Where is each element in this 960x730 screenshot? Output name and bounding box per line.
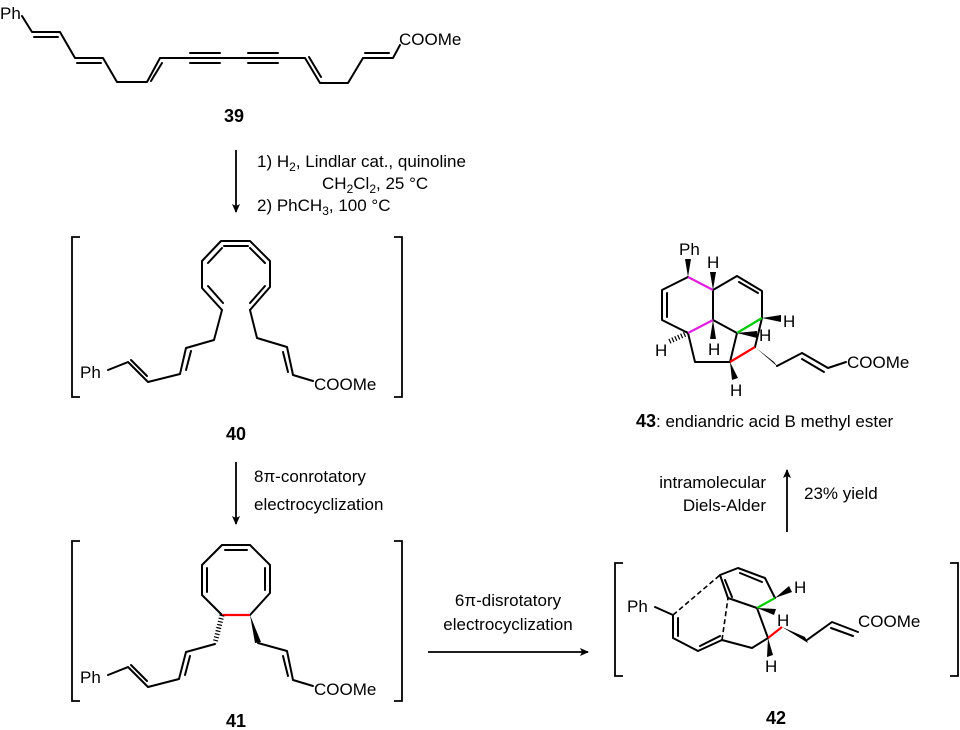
compound-42: Ph H H H COOMe 42 xyxy=(614,562,959,728)
new-bond-green xyxy=(736,317,763,334)
svg-text:CH2Cl2, 25 °C: CH2Cl2, 25 °C xyxy=(322,174,428,196)
ester-label: COOMe xyxy=(314,375,376,394)
svg-text:1) H2, Lindlar cat., quinoline: 1) H2, Lindlar cat., quinoline xyxy=(257,152,466,174)
phenyl-label: Ph xyxy=(627,597,648,616)
compound-39: Ph COOMe 39 xyxy=(0,4,461,126)
hydrogen-label: H xyxy=(783,312,795,331)
compound-number: 39 xyxy=(224,106,244,126)
step-3-line-1: 6π-disrotatory xyxy=(455,591,562,610)
new-bond-red xyxy=(767,626,783,639)
phenyl-label: Ph xyxy=(80,668,101,687)
step-2-line-2: electrocyclization xyxy=(254,495,383,514)
new-bond-magenta xyxy=(687,276,714,291)
hydrogen-label: H xyxy=(655,341,667,360)
ester-label: COOMe xyxy=(314,680,376,699)
hydrogen-label: H xyxy=(707,253,719,272)
new-bond-magenta xyxy=(687,319,714,334)
compound-number: 42 xyxy=(766,708,786,728)
new-bond-red xyxy=(729,346,756,363)
compound-43: Ph H H H H H H COOMe 43: endiandric acid… xyxy=(636,240,909,431)
step-4-yield: 23% yield xyxy=(804,484,878,503)
step-3-line-2: electrocyclization xyxy=(443,615,572,634)
hydrogen-label: H xyxy=(765,657,777,676)
ester-label: COOMe xyxy=(858,612,920,631)
compound-number: 40 xyxy=(226,424,246,444)
compound-caption: 43: endiandric acid B methyl ester xyxy=(636,411,894,431)
ester-label: COOMe xyxy=(399,30,461,49)
step-4-line-1: intramolecular xyxy=(659,473,766,492)
compound-40: Ph COOMe 40 xyxy=(71,236,403,444)
phenyl-label: Ph xyxy=(679,240,700,259)
svg-text:2) PhCH3, 100 °C: 2) PhCH3, 100 °C xyxy=(257,196,390,218)
hydrogen-label: H xyxy=(730,381,742,400)
conditions-step-1: 1) H2, Lindlar cat., quinoline CH2Cl2, 2… xyxy=(257,152,466,218)
compound-41: Ph COOMe 41 xyxy=(71,540,403,730)
compound-number: 41 xyxy=(226,711,246,730)
new-bond-green xyxy=(756,597,776,609)
hydrogen-label: H xyxy=(777,611,789,630)
step-2-line-1: 8π-conrotatory xyxy=(254,467,366,486)
ester-label: COOMe xyxy=(847,353,909,372)
hydrogen-label: H xyxy=(708,340,720,359)
phenyl-label: Ph xyxy=(80,363,101,382)
bracket xyxy=(71,540,403,702)
phenyl-label: Ph xyxy=(0,4,21,23)
hydrogen-label: H xyxy=(759,326,771,345)
bracket xyxy=(71,236,403,398)
hydrogen-label: H xyxy=(794,578,806,597)
bracket xyxy=(614,562,959,677)
step-4-line-2: Diels-Alder xyxy=(683,496,766,515)
